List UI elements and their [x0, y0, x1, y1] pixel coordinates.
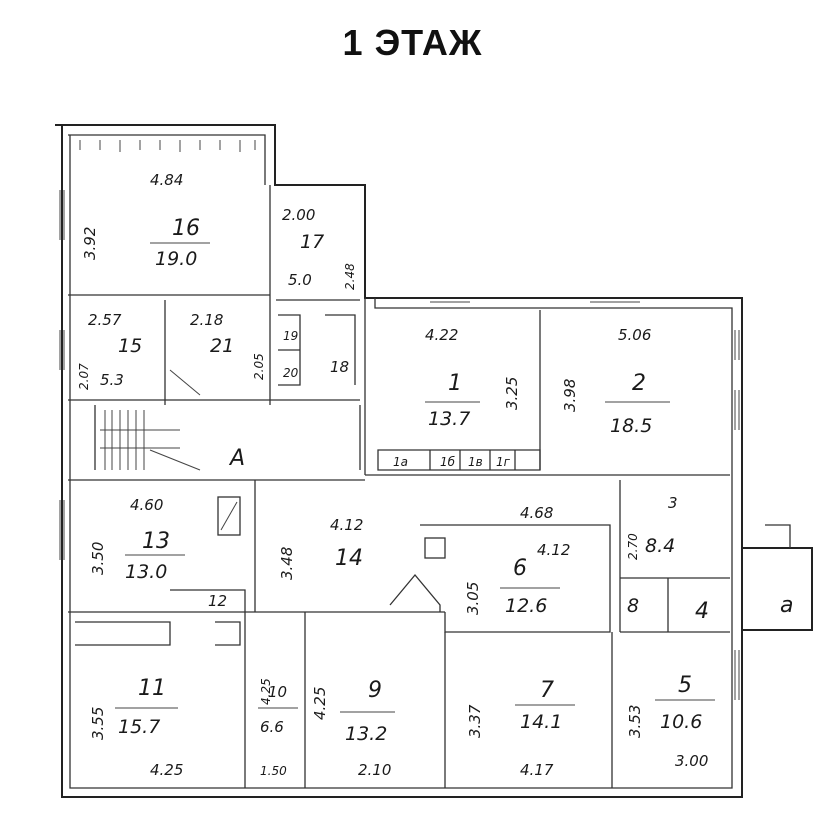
room-13-width: 4.60 [130, 496, 163, 514]
room-3-number: 3 [668, 494, 678, 512]
room-13-height: 3.50 [89, 542, 107, 575]
staircase-label: А [228, 446, 245, 471]
room-6-width: 4.12 [537, 541, 570, 559]
room-1b-number: 1б [440, 455, 456, 469]
room-6-height: 3.05 [464, 582, 482, 615]
room-16-number: 16 [172, 216, 200, 241]
room-7-height: 3.37 [466, 704, 484, 738]
room-21-width: 2.18 [190, 311, 223, 329]
room-14-height: 3.48 [278, 547, 296, 580]
room-2-height: 3.98 [561, 379, 579, 412]
room-11-width: 4.25 [150, 761, 183, 779]
room-10-width: 1.50 [260, 764, 287, 778]
room-13-area: 13.0 [125, 561, 167, 583]
room-9-number: 9 [368, 678, 382, 703]
room-3-area: 8.4 [645, 535, 675, 557]
room-9-height: 4.25 [311, 687, 329, 720]
room-6-area: 12.6 [505, 595, 547, 617]
room-15-height: 2.07 [77, 363, 91, 390]
room-16-height: 3.92 [81, 227, 99, 260]
room-14-width: 4.12 [330, 516, 363, 534]
room-7-number: 7 [540, 678, 554, 703]
corridor-length: 4.68 [520, 504, 553, 522]
room-5-area: 10.6 [660, 711, 702, 733]
room-20-number: 20 [283, 366, 299, 380]
room-1v-number: 1в [468, 455, 483, 469]
room-1-number: 1 [448, 371, 462, 396]
room-17-width: 2.00 [282, 206, 315, 224]
room-1-height: 3.25 [503, 377, 521, 410]
room-15-number: 15 [118, 335, 142, 357]
top-wall-ticks [79, 140, 640, 303]
room-2-number: 2 [632, 371, 646, 396]
room-16-width: 4.84 [150, 171, 183, 189]
room-labels: 4.84 16 19.0 3.92 2.00 17 5.0 2.48 2.57 … [77, 171, 793, 779]
room-2-area: 18.5 [610, 415, 652, 437]
room-10-number: 10 [268, 683, 287, 701]
room-2-width: 5.06 [618, 326, 651, 344]
room-5-height: 3.53 [626, 705, 644, 738]
room-7-width: 4.17 [520, 761, 554, 779]
room-13-number: 13 [142, 529, 170, 554]
annex-a-label: а [780, 593, 793, 618]
room-18-number: 18 [330, 358, 349, 376]
room-9-area: 13.2 [345, 723, 387, 745]
room-1-area: 13.7 [428, 408, 470, 430]
room-10-height: 4.25 [259, 678, 273, 705]
window-marks [59, 190, 740, 700]
room-8-number: 8 [627, 595, 639, 617]
room-1g-number: 1г [496, 455, 511, 469]
room-3-height: 2.70 [626, 533, 640, 560]
room-19-number: 19 [283, 329, 298, 343]
room-4-number: 4 [695, 599, 709, 624]
room-16-area: 19.0 [155, 248, 197, 270]
outer-walls [55, 124, 813, 798]
room-12-number: 12 [208, 592, 227, 610]
room-17-area: 5.0 [288, 271, 312, 289]
room-6-number: 6 [513, 556, 527, 581]
room-1a-number: 1а [393, 455, 408, 469]
room-15-width: 2.57 [88, 311, 122, 329]
room-7-area: 14.1 [520, 711, 562, 733]
room-14-number: 14 [335, 546, 363, 571]
room-21-number: 21 [210, 335, 234, 357]
room-11-height: 3.55 [89, 707, 107, 740]
room-17-number: 17 [300, 231, 324, 253]
room-5-width: 3.00 [675, 752, 708, 770]
room-10-area: 6.6 [260, 718, 284, 736]
interior-walls [68, 185, 730, 788]
room-5-number: 5 [678, 673, 692, 698]
room-15-area: 5.3 [100, 371, 124, 389]
room-9-width: 2.10 [358, 761, 391, 779]
room-1-width: 4.22 [425, 326, 458, 344]
room-11-area: 15.7 [118, 716, 160, 738]
staircase [100, 369, 241, 536]
room-21-height: 2.05 [252, 353, 266, 380]
room-17-height: 2.48 [343, 263, 357, 290]
floor-title: 1 ЭТАЖ [342, 22, 483, 63]
room-11-number: 11 [138, 676, 166, 701]
